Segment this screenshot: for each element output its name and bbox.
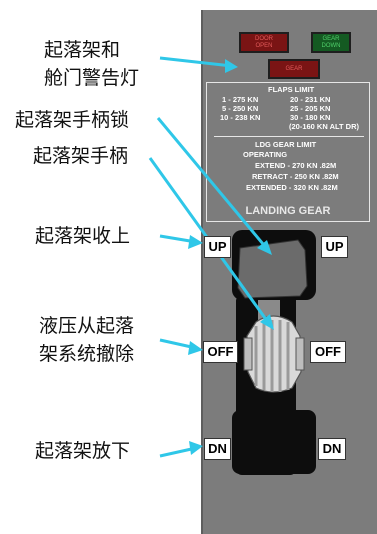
- handle-slot-lower: [232, 410, 316, 474]
- gear-handle-wheel: [243, 315, 305, 393]
- position-off-left: OFF: [203, 341, 238, 363]
- placard-divider: [214, 136, 364, 137]
- callout-handle: 起落架手柄: [33, 145, 129, 167]
- operating-label: OPERATING: [243, 150, 288, 159]
- gear-warning-light: GEAR: [268, 59, 320, 79]
- door-open-light: DOOR OPEN: [239, 32, 289, 53]
- flaps-limit-20: 20 - 231 KN: [290, 95, 331, 104]
- gear-down-light-line2: DOWN: [321, 42, 341, 49]
- extend-limit: EXTEND - 270 KN .82M: [255, 161, 337, 170]
- position-off-right: OFF: [310, 341, 346, 363]
- callout-gear-down: 起落架放下: [35, 440, 131, 462]
- callout-warning-lights-line2: 舱门警告灯: [44, 67, 140, 89]
- callout-warning-lights-line1: 起落架和: [44, 39, 121, 61]
- ldg-gear-limit-title: LDG GEAR LIMIT: [255, 140, 317, 149]
- flaps-limit-1: 1 - 275 KN: [222, 95, 259, 104]
- position-up-left: UP: [204, 236, 231, 258]
- flaps-limit-5: 5 - 250 KN: [222, 104, 259, 113]
- gear-down-light: GEAR DOWN: [311, 32, 351, 53]
- extended-limit: EXTENDED - 320 KN .82M: [246, 183, 338, 192]
- position-up-right: UP: [321, 236, 348, 258]
- flaps-limit-alt-dr: (20-160 KN ALT DR): [289, 122, 360, 131]
- arrow-warning-lights: [159, 56, 233, 68]
- limits-placard: [206, 82, 370, 222]
- position-dn-left: DN: [204, 438, 231, 460]
- door-open-light-line1: DOOR: [255, 35, 273, 42]
- landing-gear-title: LANDING GEAR: [245, 205, 331, 217]
- door-open-light-line2: OPEN: [255, 42, 273, 49]
- flaps-limit-30: 30 - 180 KN: [290, 113, 331, 122]
- flaps-limit-25: 25 - 205 KN: [290, 104, 331, 113]
- callout-hyd-off-line1: 液压从起落: [39, 315, 135, 337]
- callout-hyd-off: 液压从起落 架系统撤除: [39, 312, 134, 368]
- callout-hyd-off-line2: 架系统撤除: [39, 343, 135, 365]
- arrow-gear-down: [159, 446, 197, 458]
- gear-handle-lock: [237, 239, 308, 299]
- callout-gear-up: 起落架收上: [35, 225, 131, 247]
- flaps-limit-title: FLAPS LIMIT: [268, 85, 315, 94]
- callout-warning-lights: 起落架和 舱门警告灯: [44, 36, 139, 92]
- flaps-limit-10: 10 - 238 KN: [220, 113, 261, 122]
- position-dn-right: DN: [318, 438, 346, 460]
- callout-handle-lock: 起落架手柄锁: [15, 109, 130, 131]
- gear-down-light-line1: GEAR: [322, 35, 340, 42]
- arrow-handle-lock: [156, 117, 270, 251]
- retract-limit: RETRACT - 250 KN .82M: [252, 172, 339, 181]
